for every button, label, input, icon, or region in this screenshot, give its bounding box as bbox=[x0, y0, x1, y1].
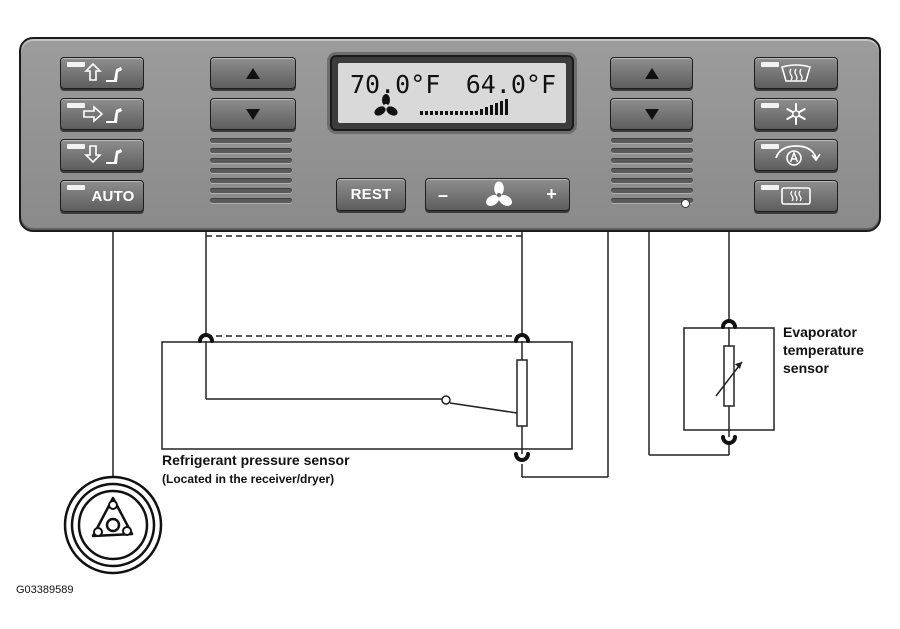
fan-speed-segment bbox=[420, 111, 423, 115]
face-vent-mode-button[interactable] bbox=[60, 98, 144, 130]
down-arrow-icon bbox=[246, 108, 260, 120]
fan-speed-segment bbox=[435, 111, 438, 115]
indicator-led bbox=[67, 62, 85, 67]
fan-minus-label[interactable]: – bbox=[438, 185, 449, 205]
fan-speed-segment bbox=[455, 111, 458, 115]
left-vent-grille bbox=[210, 138, 292, 208]
fan-speed-segment bbox=[480, 109, 483, 115]
windshield-defrost-button[interactable] bbox=[754, 57, 838, 89]
fan-speed-segment bbox=[475, 111, 478, 115]
indicator-led bbox=[761, 144, 779, 149]
fan-speed-segment bbox=[495, 103, 498, 115]
fan-speed-segment bbox=[440, 111, 443, 115]
temperature-sensor-grille-icon bbox=[681, 199, 690, 208]
defrost-vent-mode-button[interactable] bbox=[60, 57, 144, 89]
driver-temp-up-button[interactable] bbox=[210, 57, 296, 89]
fan-speed-segment bbox=[430, 111, 433, 115]
pressure-sensor-location-caption: (Located in the receiver/dryer) bbox=[162, 472, 335, 486]
passenger-temp-readout: 64.0°F bbox=[465, 70, 556, 99]
fan-icon bbox=[374, 94, 398, 116]
lcd-display: 70.0°F 64.0°F bbox=[330, 55, 574, 131]
down-arrow-icon bbox=[644, 108, 659, 120]
indicator-led bbox=[67, 185, 85, 190]
caption-line: Evaporator bbox=[783, 324, 857, 340]
indicator-led bbox=[67, 103, 85, 108]
right-vent-grille bbox=[611, 138, 693, 208]
fan-speed-segment bbox=[500, 101, 503, 115]
indicator-led bbox=[67, 144, 85, 149]
foot-vent-mode-button[interactable] bbox=[60, 139, 144, 171]
fan-speed-segment bbox=[450, 111, 453, 115]
up-arrow-icon bbox=[246, 67, 260, 79]
fan-speed-segment bbox=[445, 111, 448, 115]
fan-speed-bar bbox=[420, 99, 510, 115]
rest-button[interactable]: REST bbox=[336, 178, 406, 211]
windshield-defrost-icon bbox=[755, 58, 837, 88]
indicator-led bbox=[761, 62, 779, 67]
auto-recirculation-icon bbox=[755, 140, 837, 170]
caption-line: temperature bbox=[783, 342, 864, 358]
passenger-temp-up-button[interactable] bbox=[610, 57, 693, 89]
fan-plus-label[interactable]: + bbox=[546, 184, 557, 204]
rear-window-defrost-button[interactable] bbox=[754, 180, 838, 212]
fan-speed-rocker[interactable]: – + bbox=[425, 178, 570, 211]
up-arrow-icon bbox=[644, 67, 659, 79]
ac-button[interactable] bbox=[754, 98, 838, 130]
driver-temp-down-button[interactable] bbox=[210, 98, 296, 130]
fan-speed-segment bbox=[490, 105, 493, 115]
fan-speed-segment bbox=[470, 111, 473, 115]
indicator-led bbox=[761, 185, 779, 190]
fan-speed-segment bbox=[465, 111, 468, 115]
figure-id: G03389589 bbox=[16, 584, 74, 596]
rear-defrost-icon bbox=[755, 181, 837, 211]
air-forward-seat-icon bbox=[61, 99, 143, 129]
air-down-seat-icon bbox=[61, 140, 143, 170]
ac-compressor-clutch-icon bbox=[63, 475, 163, 575]
fan-speed-segment bbox=[505, 99, 508, 115]
fan-icon bbox=[486, 181, 512, 206]
driver-temp-readout: 70.0°F bbox=[350, 70, 441, 99]
fan-speed-segment bbox=[460, 111, 463, 115]
auto-button[interactable]: AUTO bbox=[60, 180, 144, 212]
auto-button-label: AUTO bbox=[91, 187, 135, 205]
snowflake-icon bbox=[755, 99, 837, 129]
fan-speed-segment bbox=[485, 107, 488, 115]
pressure-sensor-caption: Refrigerant pressure sensor bbox=[162, 452, 350, 468]
auto-recirculation-button[interactable] bbox=[754, 139, 838, 171]
caption-line: sensor bbox=[783, 360, 829, 376]
fan-speed-segment bbox=[425, 111, 428, 115]
air-up-seat-icon bbox=[61, 58, 143, 88]
evaporator-sensor-caption: Evaporator temperature sensor bbox=[783, 323, 864, 377]
passenger-temp-down-button[interactable] bbox=[610, 98, 693, 130]
rest-button-label: REST bbox=[350, 186, 392, 203]
indicator-led bbox=[761, 103, 779, 108]
